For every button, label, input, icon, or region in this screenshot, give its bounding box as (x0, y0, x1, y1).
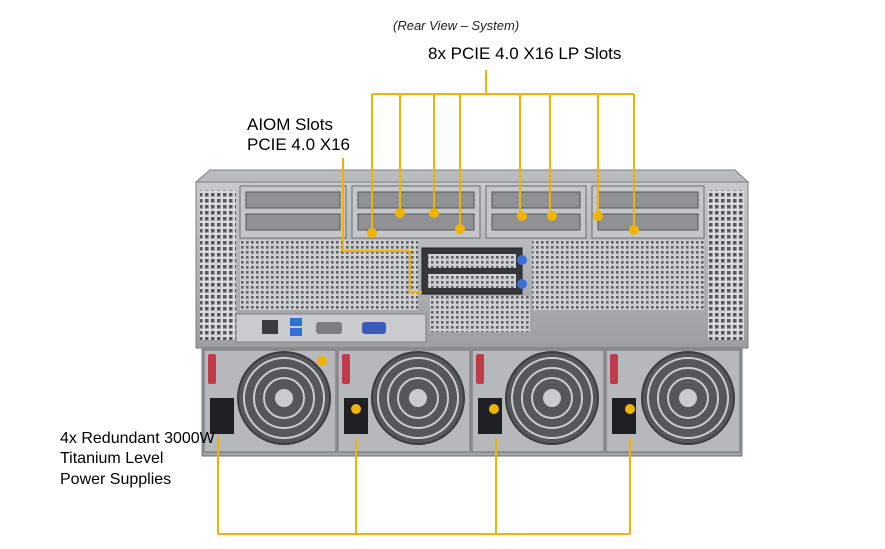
power-supply-unit (605, 349, 741, 453)
callout-dot (629, 225, 639, 235)
pcie-callout-bracket (371, 70, 635, 232)
pcie-slot (491, 213, 581, 231)
aiom-thumbscrew (517, 279, 527, 289)
callout-dot (395, 208, 405, 218)
psu-label-line-3: Power Supplies (60, 471, 172, 488)
pcie-slots-label: 8x PCIE 4.0 X16 LP Slots (428, 44, 622, 63)
callout-dot (429, 208, 439, 218)
callout-dot (351, 404, 361, 414)
left-vent-grille (200, 190, 236, 340)
pcie-callout-dots (367, 208, 639, 238)
callout-dot (593, 211, 603, 221)
pcie-slot (597, 213, 699, 231)
rear-io-panel (235, 313, 427, 343)
pcie-slot (491, 191, 581, 209)
callout-dot (517, 211, 527, 221)
lan-port (262, 320, 278, 334)
aiom-module (421, 247, 527, 295)
diagram-subtitle: (Rear View – System) (393, 18, 520, 33)
callout-dot (367, 228, 377, 238)
callout-dot (547, 211, 557, 221)
aiom-pcie-label: PCIE 4.0 X16 (247, 135, 351, 154)
aiom-thumbscrew (517, 255, 527, 265)
pcie-slot-cages (239, 185, 705, 239)
pcie-slot (597, 191, 699, 209)
com-port (316, 322, 342, 334)
psu-callout-dots (317, 356, 635, 414)
pcie-slot (357, 191, 475, 209)
aiom-callout-line (342, 158, 422, 293)
usb-port (290, 328, 302, 336)
aiom-slots-label: AIOM Slots (247, 115, 333, 134)
power-supply-unit (337, 349, 471, 453)
psu-label-line-2: Titanium Level (60, 450, 164, 467)
callout-dot (489, 404, 499, 414)
vga-port (362, 322, 386, 334)
pcie-slot (245, 191, 341, 209)
pcie-slot (357, 213, 475, 231)
power-inlet (478, 398, 502, 434)
psu-callout-bracket (217, 436, 631, 535)
psu-release-handle (610, 354, 618, 384)
psu-release-handle (476, 354, 484, 384)
callout-dot (317, 356, 327, 366)
power-inlet (344, 398, 368, 434)
power-supply-unit (471, 349, 605, 453)
psu-bay (201, 347, 743, 457)
callout-dot (625, 404, 635, 414)
center-right-vent (532, 240, 704, 310)
pcie-slot (245, 213, 341, 231)
psu-label-line-1: 4x Redundant 3000W (60, 430, 215, 447)
right-vent-grille (708, 190, 744, 340)
power-supply-unit (203, 349, 337, 453)
psu-release-handle (208, 354, 216, 384)
psu-release-handle (342, 354, 350, 384)
power-inlet (210, 398, 234, 434)
usb-port (290, 318, 302, 326)
power-inlet (612, 398, 636, 434)
callout-dot (455, 224, 465, 234)
